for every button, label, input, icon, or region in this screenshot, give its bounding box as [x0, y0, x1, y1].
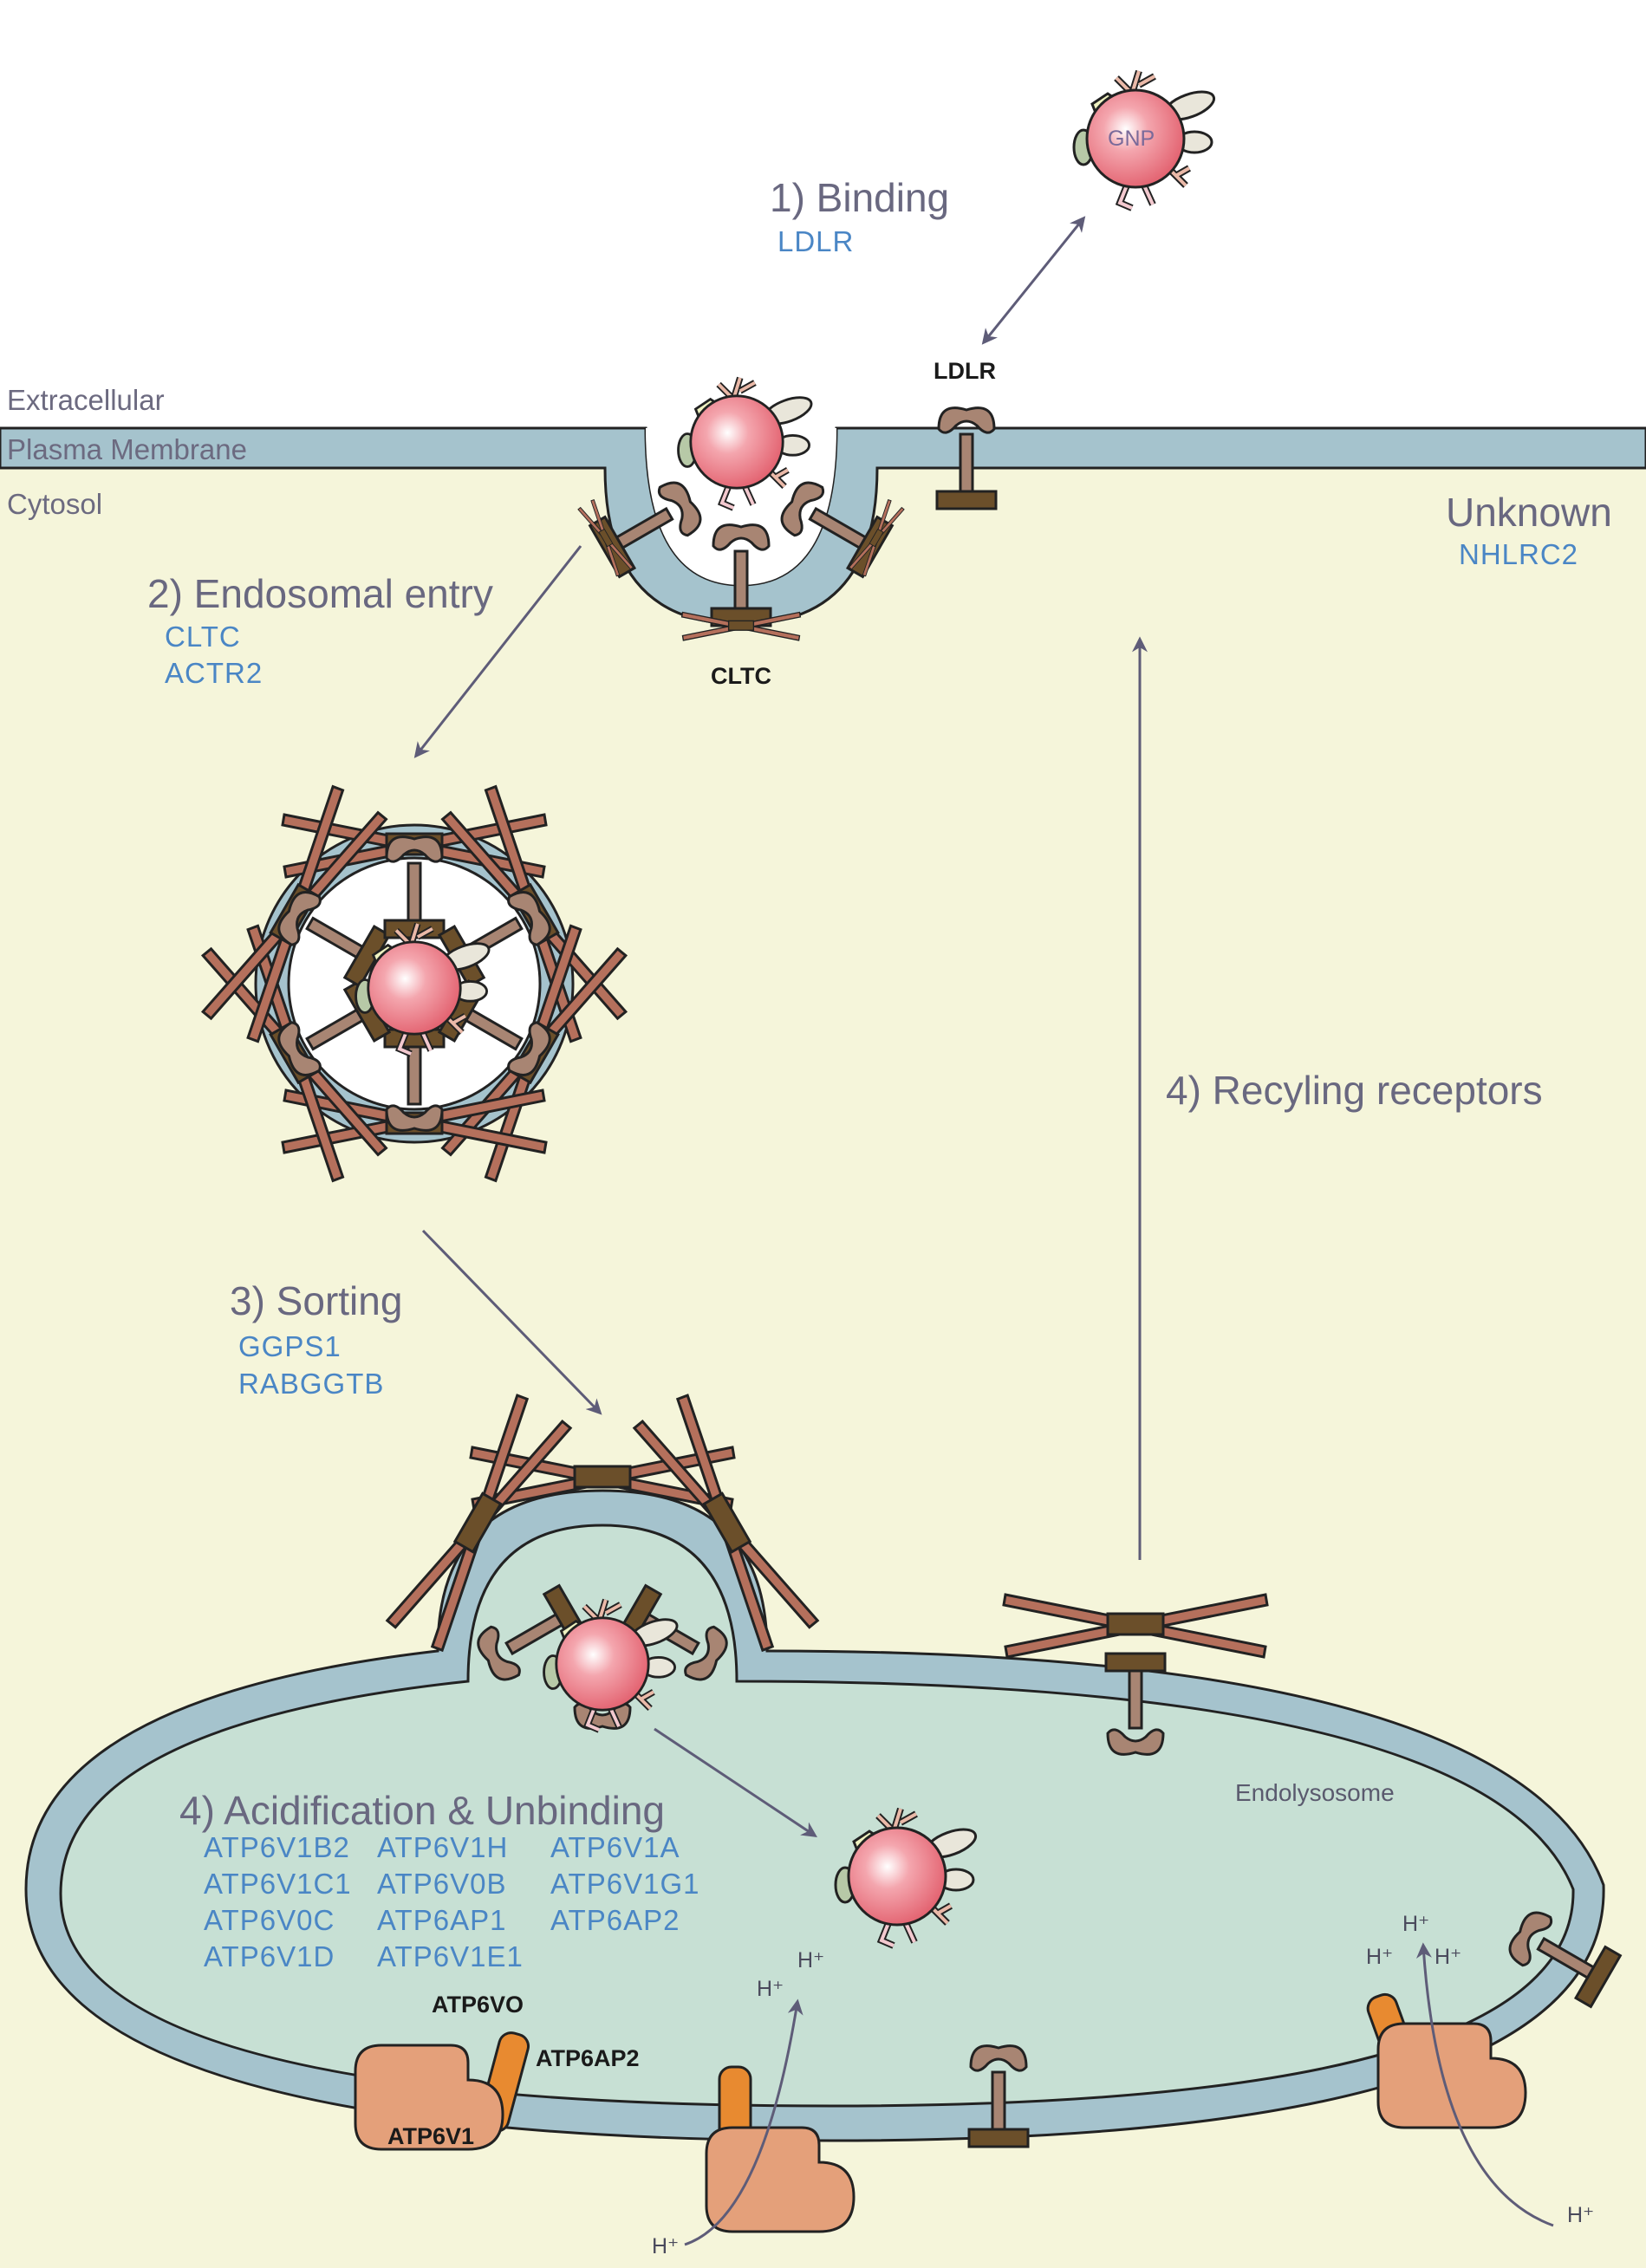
gene-ggps1: GGPS1 — [238, 1330, 342, 1362]
proton-label: H⁺ — [1402, 1912, 1430, 1936]
unknown-title: Unknown — [1446, 490, 1612, 535]
pit-lumen — [646, 428, 836, 585]
gene-actr2: ACTR2 — [165, 657, 263, 689]
step-recycling-title: 4) Recyling receptors — [1166, 1068, 1543, 1113]
proton-label: H⁺ — [652, 2234, 680, 2258]
gene-atp6v1b2: ATP6V1B2 — [204, 1831, 350, 1863]
endolysosome-label: Endolysosome — [1235, 1779, 1395, 1806]
gene-atp6v0c: ATP6V0C — [204, 1904, 335, 1936]
proton-label: H⁺ — [797, 1948, 825, 1972]
endolysosome-lumen — [59, 1524, 1575, 2108]
cytosol-label: Cytosol — [7, 488, 103, 520]
step-binding-title: 1) Binding — [770, 175, 950, 220]
gene-atp6v1c1: ATP6V1C1 — [204, 1868, 352, 1900]
gene-nhlrc2: NHLRC2 — [1459, 538, 1579, 570]
extracellular-label: Extracellular — [7, 384, 165, 416]
gene-atp6v1d: ATP6V1D — [204, 1940, 335, 1972]
atp6vo-label: ATP6VO — [432, 1992, 524, 2018]
proton-label: H⁺ — [1366, 1945, 1394, 1969]
ldlr-protein-label: LDLR — [934, 358, 996, 384]
extracellular-region — [0, 0, 1646, 428]
gene-atp6v1h: ATP6V1H — [377, 1831, 509, 1863]
gnp-label: GNP — [1108, 127, 1155, 151]
gene-atp6ap2: ATP6AP2 — [550, 1904, 680, 1936]
gene-atp6v1e1: ATP6V1E1 — [377, 1940, 524, 1972]
gene-cltc: CLTC — [165, 621, 241, 653]
step-acidification-title: 4) Acidification & Unbinding — [179, 1788, 665, 1833]
proton-label: H⁺ — [1567, 2203, 1595, 2227]
proton-label: H⁺ — [757, 1977, 784, 2001]
proton-label: H⁺ — [1435, 1945, 1462, 1969]
gene-atp6ap1: ATP6AP1 — [377, 1904, 507, 1936]
atp6v1-label: ATP6V1 — [387, 2123, 475, 2149]
gene-atp6v1a: ATP6V1A — [550, 1831, 680, 1863]
step-sorting-title: 3) Sorting — [230, 1278, 403, 1323]
atp6ap2-label: ATP6AP2 — [536, 2045, 640, 2071]
plasma-membrane-label: Plasma Membrane — [7, 433, 247, 465]
gene-atp6v0b: ATP6V0B — [377, 1868, 507, 1900]
cltc-protein-label: CLTC — [711, 663, 771, 689]
gene-rabggtb: RABGGTB — [238, 1368, 385, 1400]
gene-atp6v1g1: ATP6V1G1 — [550, 1868, 700, 1900]
step-endosomal-entry-title: 2) Endosomal entry — [147, 571, 493, 616]
gene-ldlr: LDLR — [777, 225, 855, 257]
